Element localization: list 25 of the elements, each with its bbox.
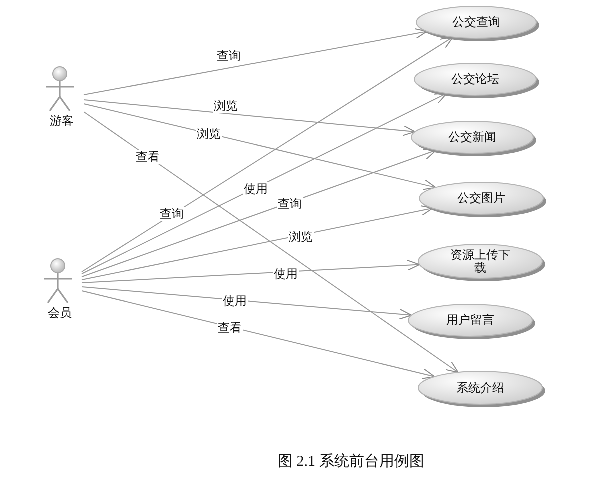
arrow bbox=[82, 36, 454, 272]
edge-label: 查询 bbox=[277, 197, 303, 211]
actor-label: 游客 bbox=[49, 114, 75, 129]
edge-label: 使用 bbox=[222, 294, 248, 308]
edge-label: 浏览 bbox=[196, 127, 222, 141]
arrow bbox=[84, 112, 459, 374]
arrow bbox=[84, 100, 416, 136]
edge-label: 使用 bbox=[243, 182, 269, 196]
arrow bbox=[82, 290, 436, 380]
edge-label: 浏览 bbox=[288, 230, 314, 244]
arrow bbox=[82, 93, 448, 274]
arrow bbox=[82, 205, 434, 280]
actor-label: 会员 bbox=[47, 306, 73, 321]
edge-label: 浏览 bbox=[213, 99, 239, 113]
edge-label: 查询 bbox=[159, 207, 185, 221]
edge-label: 使用 bbox=[273, 267, 299, 281]
arrow bbox=[84, 104, 436, 190]
caption: 图 2.1 系统前台用例图 bbox=[278, 453, 424, 471]
arrow bbox=[84, 28, 428, 96]
arrow bbox=[82, 286, 412, 320]
arrow bbox=[82, 260, 420, 284]
arrow bbox=[82, 149, 437, 278]
edge-label: 查询 bbox=[216, 49, 242, 63]
edge-label: 查看 bbox=[135, 150, 161, 164]
edge-label: 查看 bbox=[217, 321, 243, 335]
